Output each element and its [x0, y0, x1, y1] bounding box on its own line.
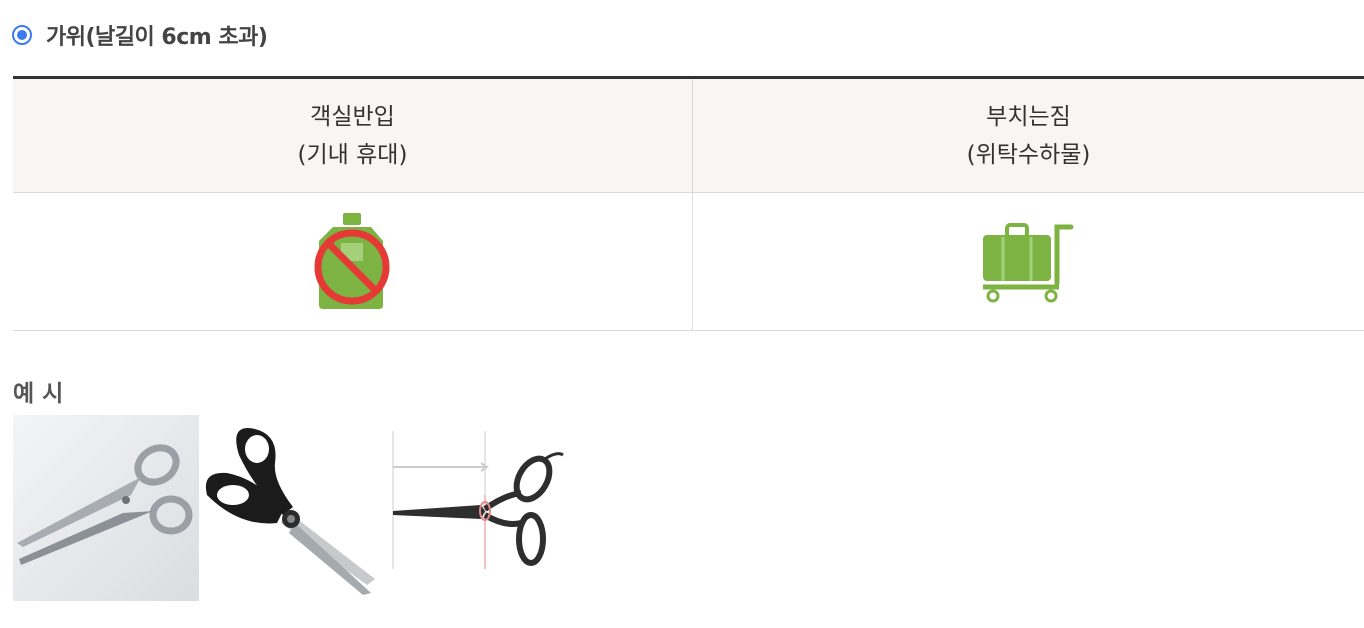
cell-carry-on [13, 193, 693, 330]
kitchen-scissors-photo [199, 415, 385, 601]
radio-dot [17, 30, 27, 40]
header-checked-line2: (위탁수하물) [966, 141, 1091, 168]
baggage-rules-table: 객실반입 (기내 휴대) 부치는짐 (위탁수하물) [13, 76, 1364, 331]
example-gallery [13, 415, 571, 601]
item-heading: 가위(날길이 6cm 초과) [12, 18, 268, 52]
cell-checked [693, 193, 1364, 330]
table-body-row [13, 193, 1364, 331]
blade-length-diagram [385, 415, 571, 601]
example-label: 예 시 [13, 381, 64, 407]
item-radio-button[interactable] [12, 25, 32, 45]
item-title: 가위(날길이 6cm 초과) [46, 25, 268, 50]
carry-on-prohibited-icon [314, 212, 389, 309]
table-header-row: 객실반입 (기내 휴대) 부치는짐 (위탁수하물) [13, 79, 1364, 193]
header-carry-on-line2: (기내 휴대) [297, 141, 408, 168]
silver-scissors-photo [13, 415, 199, 601]
header-checked: 부치는짐 (위탁수하물) [693, 79, 1364, 192]
header-checked-line1: 부치는짐 [986, 103, 1071, 130]
header-carry-on-line1: 객실반입 [310, 103, 395, 130]
checked-baggage-allowed-icon [982, 222, 1073, 302]
header-carry-on: 객실반입 (기내 휴대) [13, 79, 693, 192]
